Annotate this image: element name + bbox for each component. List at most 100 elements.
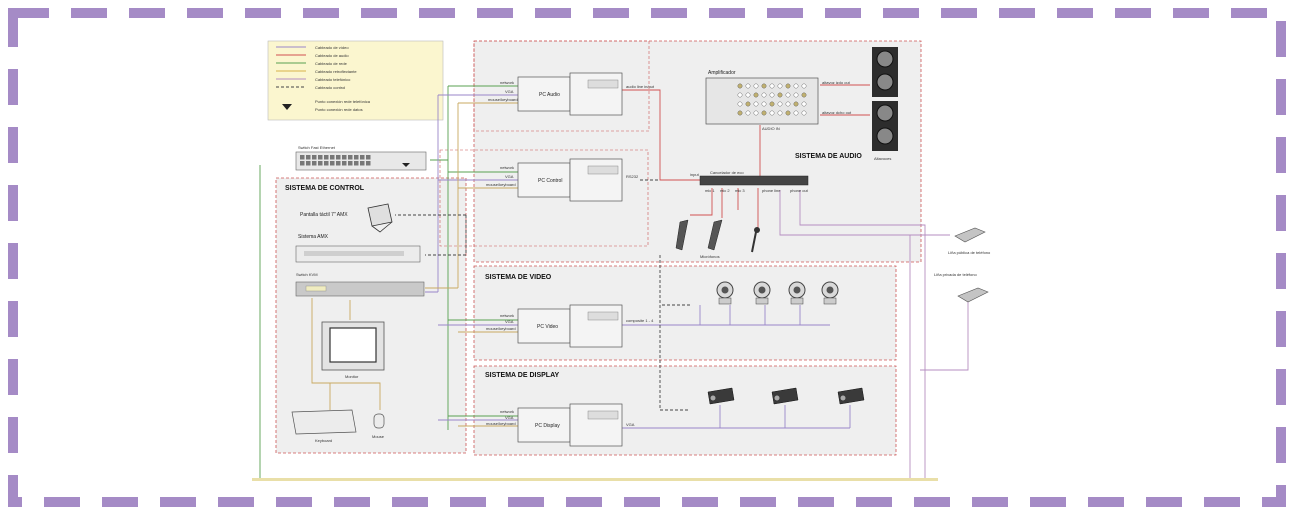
port-label-mic2: mic 2 [720, 188, 730, 193]
switch-port [366, 155, 371, 160]
switch-port [300, 161, 305, 166]
port-label-mic1: mic 1 [705, 188, 715, 193]
legend-item-phone: Cableado telefónico [315, 77, 351, 82]
port-label-mic3: mic 3 [735, 188, 745, 193]
keyboard-body [291, 409, 357, 435]
mouse-body [373, 413, 385, 429]
legend-item-video: Cableado de vídeo [315, 45, 349, 50]
monitor-label: Monitor [345, 374, 359, 379]
port-label-network-display: network [500, 409, 514, 414]
amplifier-jack [737, 83, 743, 89]
switch-port [342, 161, 347, 166]
amplifier-jack [777, 92, 783, 98]
public-phone-icon [954, 227, 986, 243]
port-label-phone-out: phone out [790, 188, 809, 193]
amplifier-jack [793, 83, 799, 89]
echo-canceller-label: Cancelador de eco [710, 170, 744, 175]
amx-system-label: Sistema AMX [298, 234, 329, 240]
mouse-device: Mouse [372, 413, 385, 439]
amplifier-jack [745, 92, 751, 98]
section-title-display: SISTEMA DE DISPLAY [485, 372, 559, 379]
section-title-audio: SISTEMA DE AUDIO [795, 153, 862, 160]
switch-port [300, 155, 305, 160]
echo-canceller-body [699, 175, 809, 186]
port-label-network-video: network [500, 313, 514, 318]
port-label-speaker-left: altavoz izdo out [822, 80, 851, 85]
amplifier-jack [737, 92, 743, 98]
phone-point-icon [282, 104, 292, 110]
amplifier-jack [777, 101, 783, 107]
switch-port-marker [402, 163, 410, 167]
pc-control-device: PC Control [517, 158, 623, 202]
switch-ethernet-device: Switch Fast Ethernet [295, 145, 427, 171]
speakers-label: Altavoces [874, 156, 891, 161]
pc-display-label: PC Display [535, 423, 560, 429]
amplifier-jack [777, 110, 783, 116]
amplifier-jack [737, 110, 743, 116]
echo-canceller-device: Cancelador de eco input mic 1 mic 2 mic … [690, 170, 809, 193]
amplifier-jack [769, 83, 775, 89]
pc-control-label: PC Control [538, 178, 562, 184]
panel-pc-control-zone [439, 149, 649, 247]
amplifier-jack [753, 92, 759, 98]
port-label-rs232: RS232 [626, 174, 639, 179]
microphone-1 [675, 219, 689, 251]
microphones-device: Micrófonos [675, 219, 760, 259]
kvm-cable-trunk [425, 102, 518, 427]
port-label-vga-control: VGA [505, 174, 514, 179]
kvm-switch-body [295, 281, 425, 297]
amplifier-jack [737, 101, 743, 107]
camera-4 [821, 281, 839, 305]
camera-2 [753, 281, 771, 305]
network-cable-trunk [430, 85, 518, 430]
legend-box [267, 40, 444, 121]
panel-control [275, 177, 467, 454]
phone-cable-public [779, 190, 950, 478]
amplifier-jack [761, 83, 767, 89]
switch-port [360, 155, 365, 160]
amplifier-jack [801, 110, 807, 116]
legend-item-retro: Cableado retroflectante [315, 69, 357, 74]
audio-cable-amp [759, 84, 870, 180]
amplifier-jack [753, 83, 759, 89]
amplifier-jack [753, 101, 759, 107]
cables [259, 84, 969, 478]
touch-panel-label: Pantalla táctil 7" AMX [300, 212, 348, 218]
amplifier-jack [801, 101, 807, 107]
pc-audio-device: PC Audio [517, 72, 623, 116]
projector-2 [771, 387, 799, 405]
port-label-input: input [690, 172, 700, 177]
keyboard-label: Keyboard [315, 438, 332, 443]
port-label-vga-audio: VGA [505, 89, 514, 94]
touch-panel-device: Pantalla táctil 7" AMX [300, 203, 393, 233]
private-phone-icon [957, 287, 989, 303]
projector-1 [707, 387, 735, 405]
legend-item-network: Cableado de rede [315, 61, 348, 66]
amplifier-jack [793, 92, 799, 98]
switch-port [330, 155, 335, 160]
peripheral-cables [311, 298, 381, 410]
amplifier-jack [745, 110, 751, 116]
section-title-control: SISTEMA DE CONTROL [285, 185, 365, 192]
port-label-vga-video: VGA [505, 319, 514, 324]
port-label-phone-line: phone line [762, 188, 781, 193]
control-cable [395, 179, 690, 411]
projector-3 [837, 387, 865, 405]
port-label-mk-control: mouse/keyboard [486, 182, 516, 187]
amplifier-jack [745, 83, 751, 89]
amplifier-jack [801, 92, 807, 98]
switch-ethernet-label: Switch Fast Ethernet [298, 145, 336, 150]
switch-port [306, 155, 311, 160]
amplifier-jack [785, 83, 791, 89]
legend-item-control: Cableado control [315, 85, 345, 90]
microphone-2 [707, 219, 723, 251]
port-label-mk-display: mouse/keyboard [486, 421, 516, 426]
amplifier-label: Amplificador [708, 70, 736, 76]
switch-port [318, 161, 323, 166]
port-label-mk-video: mouse/keyboard [486, 326, 516, 331]
public-phone-device: Liña pública de teléfono [948, 227, 991, 255]
port-label-network-control: network [500, 165, 514, 170]
switch-port [336, 155, 341, 160]
